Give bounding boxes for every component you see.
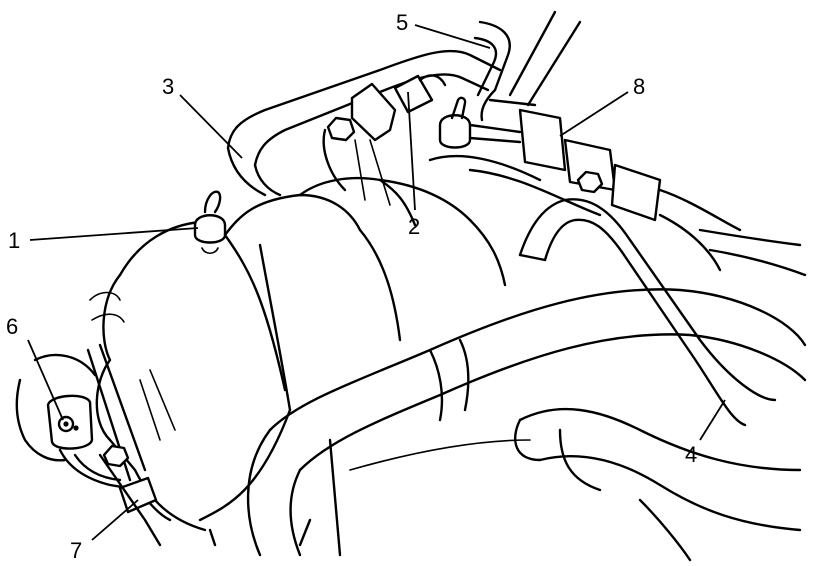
leader-7 <box>91 499 139 541</box>
sensor-pin <box>438 96 522 149</box>
leader-3 <box>179 94 243 159</box>
intake-manifold <box>89 154 602 547</box>
harness-connector-8 <box>488 98 807 277</box>
leader-5 <box>414 24 491 49</box>
vacuum-cap-1 <box>193 190 227 255</box>
pipe-5 <box>473 10 582 122</box>
callout-2: 2 <box>408 214 420 239</box>
pipe-3 <box>226 49 502 197</box>
callout-7: 7 <box>70 538 82 563</box>
leader-1 <box>29 227 199 241</box>
air-hose <box>246 288 807 562</box>
sensor-connector-2 <box>322 74 447 206</box>
callout-5: 5 <box>396 10 408 35</box>
callout-3: 3 <box>162 74 174 99</box>
leader-lines <box>27 24 726 541</box>
leader-4 <box>699 399 726 441</box>
callout-1: 1 <box>8 228 20 253</box>
leader-8 <box>559 91 629 137</box>
callout-6: 6 <box>6 314 18 339</box>
callout-4: 4 <box>685 442 697 467</box>
bracket-7 <box>86 343 162 547</box>
leader-2 <box>407 91 416 211</box>
callout-8: 8 <box>633 74 645 99</box>
leader-6 <box>27 339 64 421</box>
hose-4 <box>518 198 777 427</box>
